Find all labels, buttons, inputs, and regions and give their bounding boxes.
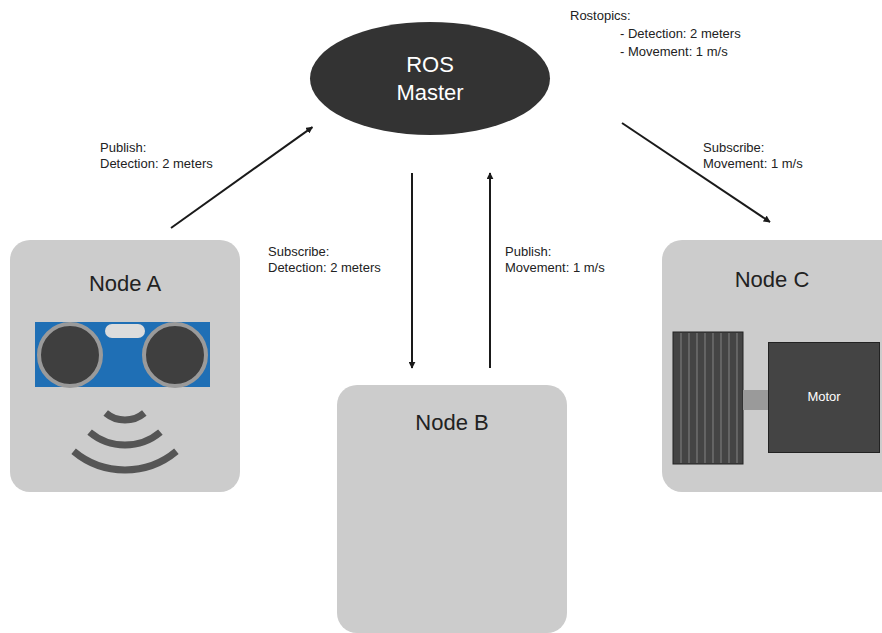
message-arrow: [171, 127, 312, 228]
sensor-board: [35, 322, 210, 387]
transducer: [144, 324, 206, 386]
topic-label: Publish: Detection: 2 meters: [100, 140, 213, 172]
motor-box: Motor: [768, 342, 880, 453]
message-arrow: [411, 173, 413, 368]
message-arrow: [622, 123, 770, 222]
topics-heading: Rostopics:: [570, 8, 631, 24]
topic-item: - Detection: 2 meters: [620, 26, 741, 42]
sound-waves: [74, 413, 177, 470]
node-title: Node A: [89, 270, 161, 298]
node-box: Node A: [10, 240, 240, 492]
sensor-crystal: [105, 324, 145, 338]
ellipse-outline: [310, 22, 550, 135]
topic-item: - Movement: 1 m/s: [620, 44, 728, 60]
gearbox-fins: [681, 333, 737, 463]
ros-master-ellipse: ROS Master: [310, 22, 550, 135]
motor-shaft: [743, 390, 768, 410]
message-arrow: [489, 173, 491, 368]
node-box: Node B: [337, 385, 567, 633]
gearbox: [673, 332, 743, 464]
topic-label: Publish: Movement: 1 m/s: [505, 244, 605, 276]
node-title: Motor: [807, 389, 840, 405]
node-title: ROS Master: [396, 51, 463, 106]
node-title: Node B: [415, 409, 488, 437]
node-title: Node C: [735, 266, 810, 294]
transducer: [39, 324, 101, 386]
node-box: Node C Motor: [662, 240, 882, 492]
topic-label: Subscribe: Movement: 1 m/s: [703, 140, 803, 172]
topic-label: Subscribe: Detection: 2 meters: [268, 244, 381, 276]
